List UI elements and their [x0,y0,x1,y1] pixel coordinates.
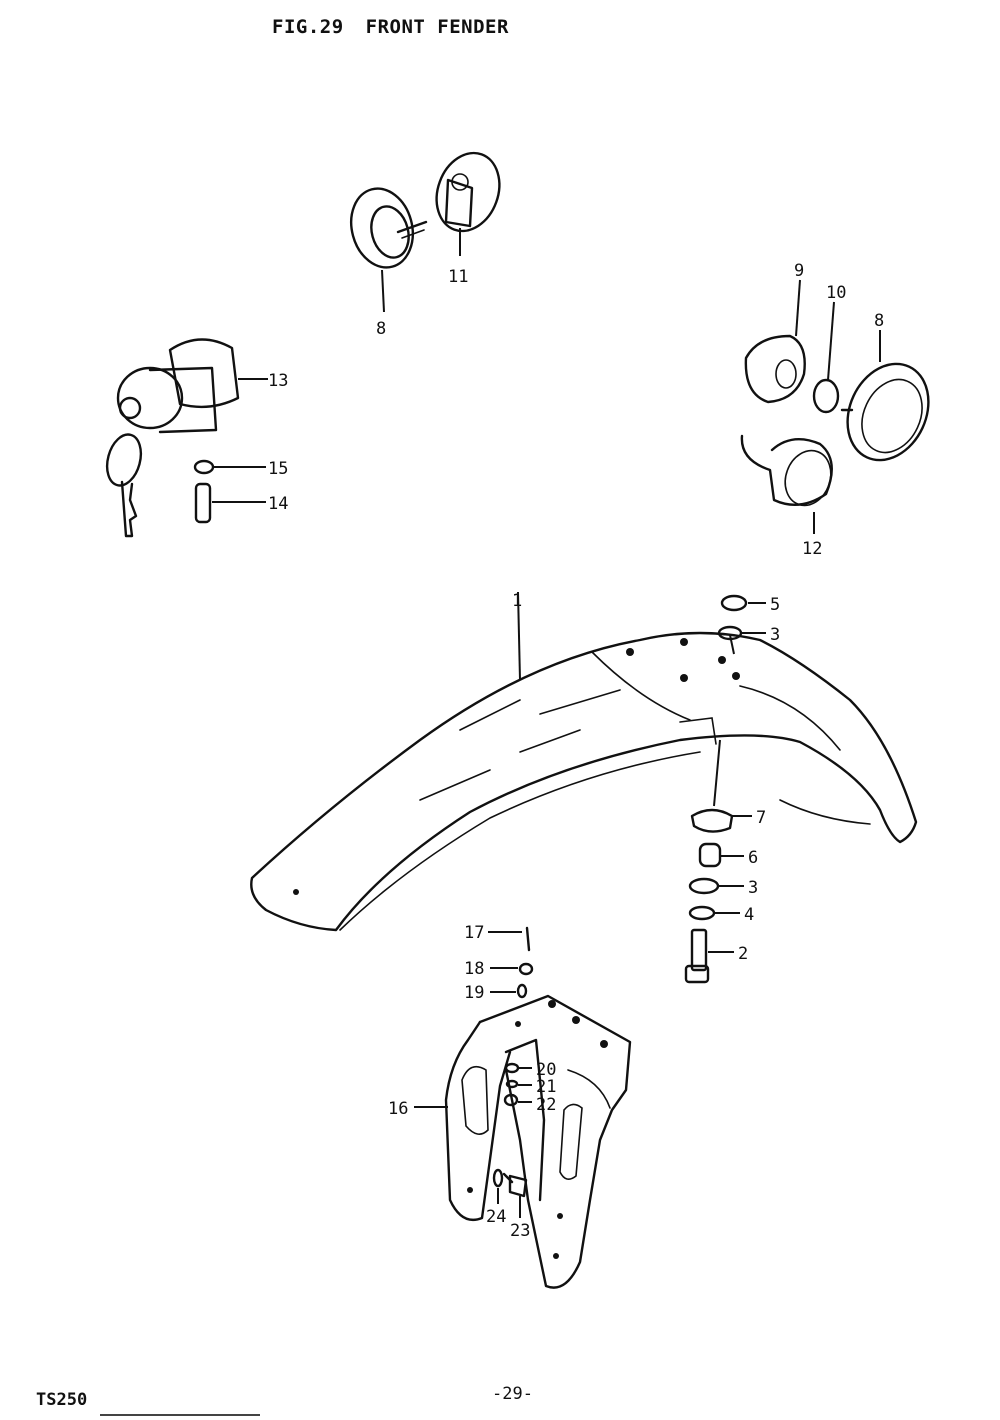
callout-21: 21 [536,1077,556,1097]
callout-18: 18 [464,959,484,979]
washer-part-3-bottom [688,877,720,895]
callout-17: 17 [464,923,484,943]
washer-part-15 [193,459,215,475]
ignition-switch-part-13 [116,338,240,434]
figure-number: FIG.29 [272,16,344,38]
callout-1: 1 [512,591,522,611]
washer-part-10 [812,378,840,414]
screw-part-17 [525,926,531,952]
washer-part-21 [505,1079,519,1089]
callout-3-bottom: 3 [748,878,758,898]
front-fender-part-1 [250,631,918,932]
washer-part-20 [504,1062,520,1074]
callout-4: 4 [744,905,754,925]
bolt-part-23 [502,1172,528,1198]
washer-part-19 [516,983,528,999]
cushion-part-7 [690,808,734,833]
reflector-bracket-part-9 [744,334,806,404]
callout-3-top: 3 [770,625,780,645]
callout-11: 11 [448,267,468,287]
footer-rule [100,1414,260,1416]
figure-name: FRONT FENDER [365,16,509,38]
page-number: -29- [492,1384,533,1404]
callout-12: 12 [802,539,822,559]
callout-13: 13 [268,371,288,391]
leader-lines [212,228,881,1218]
model-name: TS250 [36,1390,88,1410]
callout-10: 10 [826,283,846,303]
callout-14: 14 [268,494,288,514]
callout-16: 16 [388,1099,408,1119]
callout-8-right: 8 [874,311,884,331]
screw-part-14 [194,482,212,524]
fender-brace-part-16 [444,994,632,1289]
callout-24: 24 [486,1207,506,1227]
nut-part-5 [720,594,748,612]
callout-9: 9 [794,261,804,281]
reflector-housing-part-12 [740,434,833,507]
callout-22: 22 [536,1095,556,1115]
ignition-key [105,433,143,538]
spacer-part-6 [698,842,722,868]
lock-washer-part-4 [688,905,716,921]
bolt-part-2 [684,928,710,984]
callout-15: 15 [268,459,288,479]
callout-20: 20 [536,1060,556,1080]
washer-part-18 [518,962,534,976]
reflector-cap-part-11 [435,151,501,233]
callout-6: 6 [748,848,758,868]
callout-2: 2 [738,944,748,964]
callout-5: 5 [770,595,780,615]
washer-part-24 [492,1168,504,1188]
callout-8-top: 8 [376,319,386,339]
callout-23: 23 [510,1221,530,1241]
nut-part-22 [503,1093,519,1107]
callout-19: 19 [464,983,484,1003]
reflector-part-8-top [350,187,428,269]
callout-7: 7 [756,808,766,828]
figure-title: FIG.29 FRONT FENDER [272,16,509,38]
reflector-part-8-right [840,362,930,462]
